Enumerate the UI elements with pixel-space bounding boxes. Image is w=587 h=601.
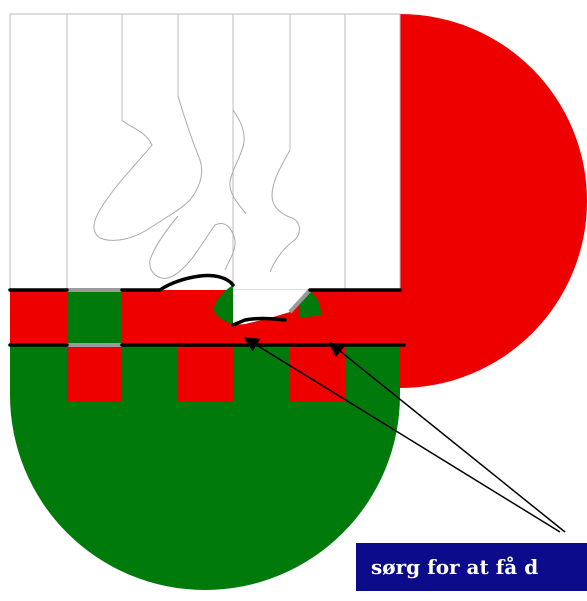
red-square-2: [178, 345, 233, 402]
middle-band-green-square: [67, 290, 122, 345]
annotation-label: sørg for at få d: [356, 543, 587, 591]
panel-strip-lines: [66, 14, 346, 290]
green-notch-piece: [213, 285, 233, 324]
red-square-1: [67, 345, 122, 402]
torn-notch: [160, 275, 310, 325]
torn-edge-middle: [149, 215, 236, 279]
green-half-disc: [10, 345, 400, 590]
annotation-text: sørg for at få d: [371, 555, 539, 579]
torn-edge-right: [229, 109, 300, 273]
band-edges: [8, 273, 406, 347]
arrow-to-notch: [243, 337, 561, 533]
red-half-disc: [400, 14, 587, 388]
grey-edge-diagonal: [288, 288, 312, 314]
white-panel: [9, 13, 401, 291]
arrow-to-band-edge: [328, 342, 566, 533]
torn-edge-left: [93, 95, 203, 241]
red-square-3: [290, 345, 345, 402]
